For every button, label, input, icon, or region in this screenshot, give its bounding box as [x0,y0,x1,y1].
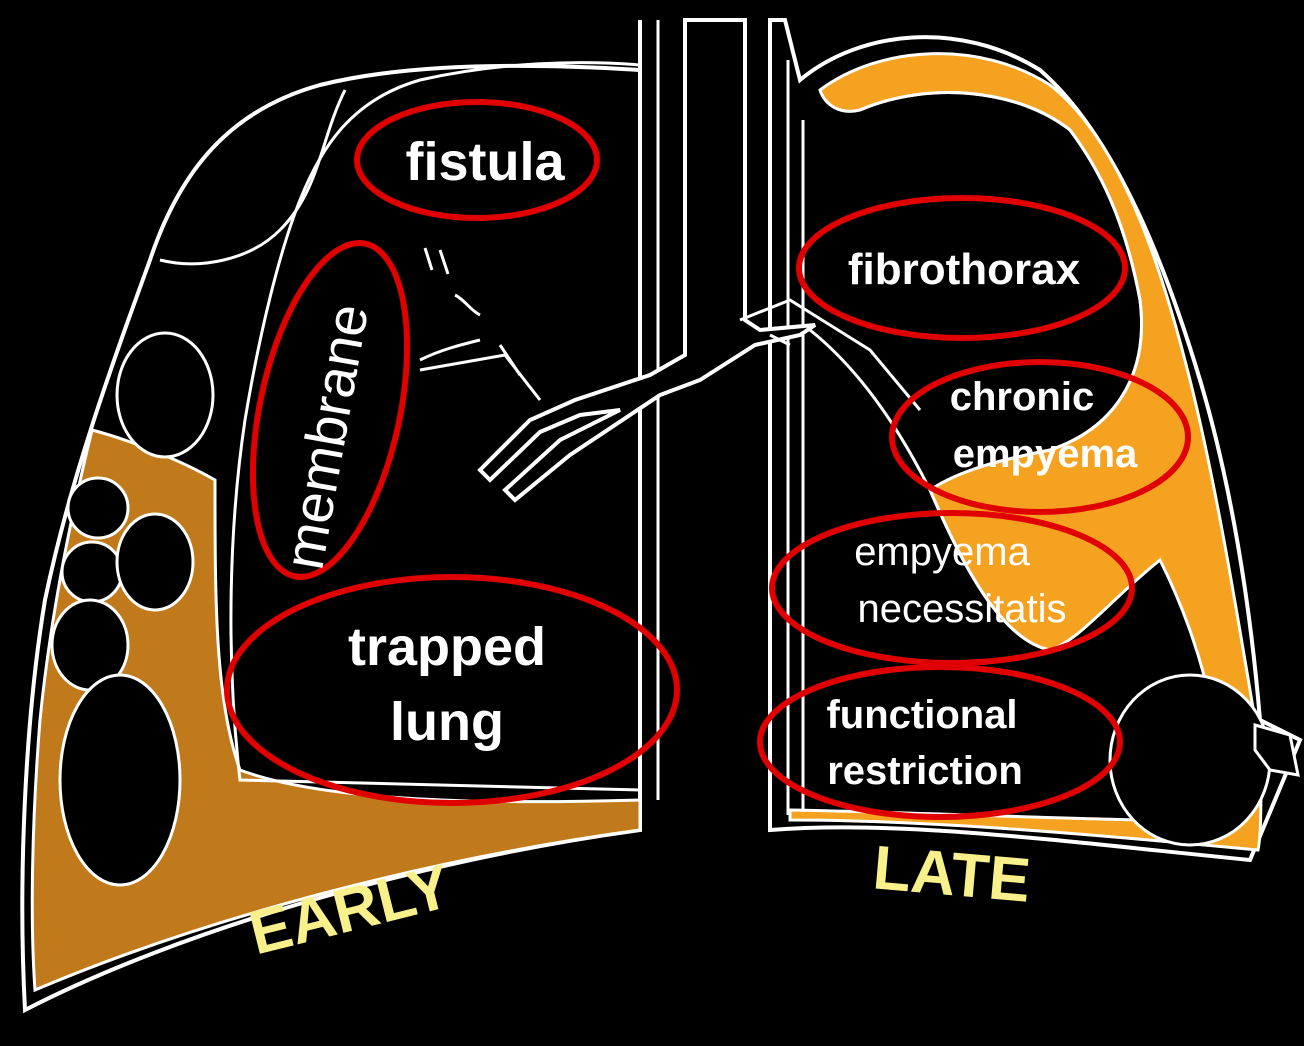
necessitatis-pocket [1110,675,1270,845]
necessitatis-label-line1: empyema [854,530,1030,574]
necessitatis-label-line2: necessitatis [858,587,1067,631]
fibrothorax-label: fibrothorax [848,245,1081,294]
loculation-bubble [60,675,180,885]
functional-label-line1: functional [826,693,1017,737]
chronic-label-line1: chronic [950,375,1094,419]
trapped-label-line2: lung [390,692,504,752]
functional-label-line2: restriction [827,749,1023,793]
fistula-label: fistula [405,132,565,192]
loculation-bubble [62,542,122,602]
chronic-label-line2: empyema [953,432,1138,476]
loculation-bubble [68,478,128,538]
trapped-label-line1: trapped [348,617,546,677]
loculation-bubble [117,514,193,610]
stage-label-late: LATE [870,833,1033,915]
loculation-bubble [117,333,213,457]
